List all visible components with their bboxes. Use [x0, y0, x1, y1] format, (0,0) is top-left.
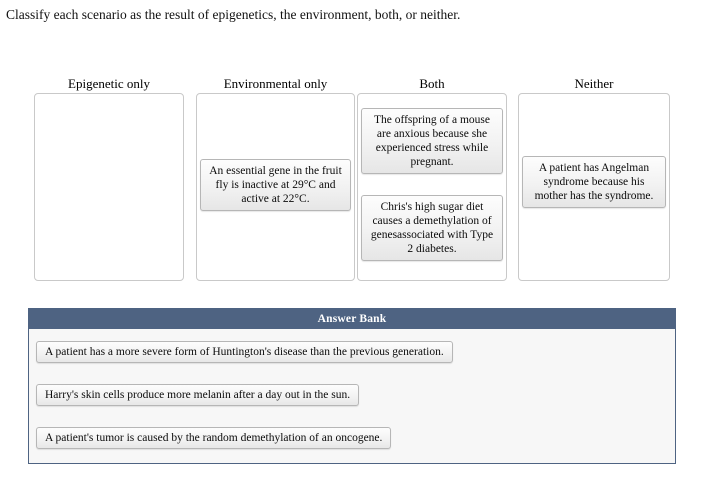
answer-card[interactable]: A patient has Angelman syndrome because …	[522, 156, 666, 208]
category-title-environmental-only: Environmental only	[223, 76, 328, 91]
answer-bank-item[interactable]: A patient's tumor is caused by the rando…	[36, 427, 392, 449]
category-title-neither: Neither	[574, 76, 614, 91]
answer-bank-row: A patient's tumor is caused by the rando…	[36, 427, 668, 449]
category-columns: Epigenetic only Environmental only An es…	[0, 76, 710, 291]
category-column-neither: Neither A patient has Angelman syndrome …	[518, 76, 670, 281]
dropzone-both[interactable]: The offspring of a mouse are anxious bec…	[357, 93, 507, 281]
answer-bank-row: A patient has a more severe form of Hunt…	[36, 341, 668, 363]
category-title-both: Both	[419, 76, 445, 91]
dropzone-neither[interactable]: A patient has Angelman syndrome because …	[518, 93, 670, 281]
answer-card[interactable]: The offspring of a mouse are anxious bec…	[361, 108, 503, 174]
page-title: Classify each scenario as the result of …	[6, 7, 461, 22]
answer-bank-title: Answer Bank	[29, 309, 675, 329]
answer-bank-body[interactable]: A patient has a more severe form of Hunt…	[29, 329, 675, 463]
answer-bank-item[interactable]: A patient has a more severe form of Hunt…	[36, 341, 453, 363]
answer-card[interactable]: An essential gene in the fruit fly is in…	[200, 159, 351, 211]
answer-bank-row: Harry's skin cells produce more melanin …	[36, 384, 668, 406]
answer-card[interactable]: Chris's high sugar diet causes a demethy…	[361, 195, 503, 261]
dropzone-epigenetic-only[interactable]	[34, 93, 184, 281]
category-column-environmental-only: Environmental only An essential gene in …	[196, 76, 355, 281]
answer-bank-item[interactable]: Harry's skin cells produce more melanin …	[36, 384, 360, 406]
dropzone-environmental-only[interactable]: An essential gene in the fruit fly is in…	[196, 93, 355, 281]
category-column-both: Both The offspring of a mouse are anxiou…	[357, 76, 507, 281]
category-title-epigenetic-only: Epigenetic only	[68, 76, 150, 91]
answer-bank-panel: Answer Bank A patient has a more severe …	[28, 308, 676, 464]
category-column-epigenetic-only: Epigenetic only	[34, 76, 184, 281]
